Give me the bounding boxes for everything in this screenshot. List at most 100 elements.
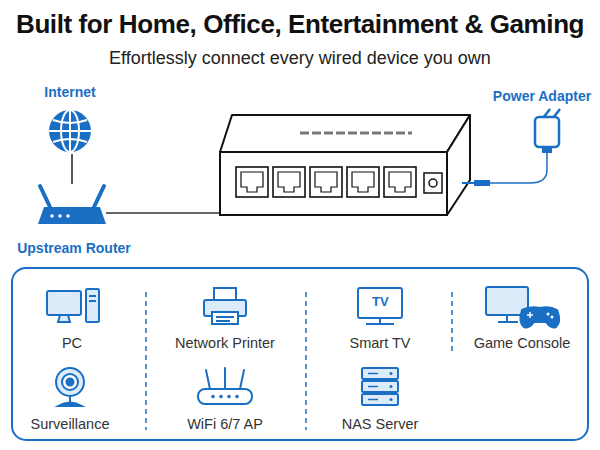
access-point-icon (227, 395, 231, 399)
camera-icon (67, 379, 74, 386)
network-switch (447, 115, 470, 215)
access-point-icon (198, 389, 252, 404)
ethernet-port (273, 167, 305, 197)
router-icon (40, 186, 50, 207)
ethernet-port (236, 167, 416, 197)
pc-icon (47, 291, 81, 315)
ethernet-cable (106, 212, 221, 214)
network-switch (220, 152, 447, 215)
panel-divider (451, 292, 453, 352)
nas-icon (390, 385, 393, 388)
node-label: WiFi 6/7 AP (187, 416, 263, 433)
ethernet-port (352, 172, 374, 192)
nas-icon (390, 372, 393, 375)
node-label: Network Printer (175, 335, 275, 352)
pc-icon (89, 295, 96, 297)
console-icon (527, 312, 533, 318)
globe-icon (53, 120, 87, 142)
globe-icon (49, 130, 91, 132)
tv-icon (358, 288, 402, 324)
ethernet-port (236, 167, 268, 197)
access-point-icon (224, 368, 226, 389)
printer-icon (214, 288, 236, 300)
ethernet-port (389, 172, 411, 192)
ethernet-port (278, 172, 300, 192)
camera-icon (56, 368, 84, 406)
nas-icon (362, 368, 398, 405)
device-node: Network Printer (171, 284, 279, 352)
access-point-icon (219, 395, 223, 399)
ethernet-port (347, 167, 379, 197)
printer-icon (212, 312, 238, 324)
ethernet-port (315, 172, 337, 192)
access-point-icon (206, 370, 210, 389)
console-icon (547, 313, 550, 316)
router-icon (66, 214, 70, 218)
power-adapter-icon (474, 180, 490, 186)
ethernet-port (241, 172, 263, 192)
panel-divider (146, 292, 452, 430)
access-point-icon (211, 395, 215, 399)
node-label: Power Adapter (493, 88, 591, 104)
pc-icon (47, 289, 99, 322)
page-title: Built for Home, Office, Entertainment & … (16, 10, 584, 40)
printer-icon (204, 288, 246, 324)
printer-icon (216, 320, 230, 322)
node-label: Smart TV (350, 335, 411, 352)
power-adapter-icon (462, 182, 474, 184)
device-node: WiFi 6/7 AP (183, 365, 267, 433)
internet-node: Internet (40, 84, 100, 154)
access-point-icon (235, 395, 239, 399)
ethernet-port (310, 167, 342, 197)
tv-icon (379, 318, 381, 324)
node-label: Internet (44, 84, 95, 100)
power-adapter-icon (542, 147, 552, 153)
router-icon (58, 214, 62, 218)
device-node: Surveillance (27, 365, 114, 433)
nas-icon (362, 381, 398, 392)
power-adapter-node: Power Adapter (489, 88, 596, 156)
node-label: PC (62, 335, 82, 352)
pc-icon (86, 289, 99, 322)
nas-icon (362, 368, 398, 379)
router-icon (50, 214, 54, 218)
icon-text: TV (372, 295, 389, 310)
power-adapter-icon (535, 117, 559, 147)
network-switch (220, 115, 470, 215)
dc-jack (429, 179, 437, 187)
camera-icon (56, 368, 84, 396)
connector-line (71, 154, 73, 184)
console-icon (506, 315, 508, 322)
access-point-icon (240, 370, 244, 389)
network-switch (220, 115, 470, 152)
router-icon (38, 186, 106, 224)
access-point-icon (198, 368, 252, 404)
tv-icon (358, 288, 402, 318)
device-node: NAS Server (338, 365, 423, 433)
pc-icon (89, 300, 96, 302)
node-label: Surveillance (31, 416, 110, 433)
camera-icon (69, 396, 71, 402)
camera-icon (58, 403, 82, 407)
router-node: Upstream Router (13, 184, 135, 256)
power-adapter-icon (462, 109, 560, 186)
pc-icon (58, 315, 70, 322)
device-node: Game Console (470, 284, 575, 352)
console-icon (486, 287, 559, 327)
power-adapter-icon (490, 153, 547, 183)
switch-logo (300, 132, 412, 135)
router-icon (94, 186, 104, 207)
subtitle: Effortlessly connect every wired device … (109, 48, 491, 69)
node-label: NAS Server (342, 416, 419, 433)
console-icon (520, 307, 559, 327)
device-panel (12, 268, 588, 440)
panel-divider (305, 292, 307, 430)
node-label: Game Console (474, 335, 571, 352)
nas-icon (362, 394, 398, 405)
device-node: PC (44, 284, 100, 352)
ethernet-port (384, 167, 416, 197)
globe-icon (49, 110, 91, 152)
router-icon (38, 207, 106, 224)
nas-icon (368, 374, 378, 400)
printer-icon (216, 316, 234, 318)
